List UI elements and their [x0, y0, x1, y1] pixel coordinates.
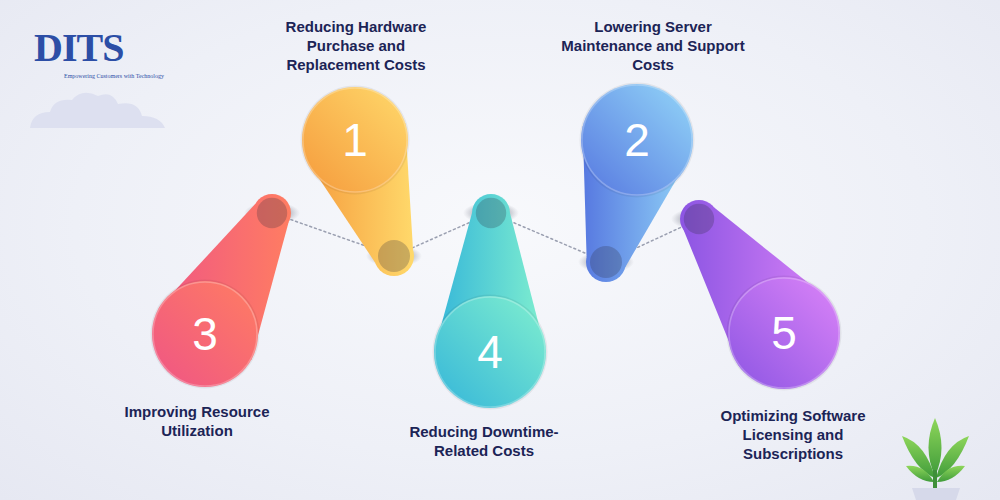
pin-tail-shade [257, 198, 287, 228]
pin-face-ring [303, 88, 407, 192]
pin-face [152, 281, 258, 387]
callout-number: 5 [728, 277, 840, 389]
pin-face-rim [727, 276, 842, 391]
pin-face-rim [151, 280, 260, 389]
pin-tail-shade [590, 246, 622, 278]
pin-tail-shade [476, 198, 506, 228]
logo-text: DITS [34, 26, 123, 70]
plant-leaf [929, 418, 942, 476]
pin-face-ring [435, 297, 545, 407]
pin-tail [586, 242, 626, 282]
plant-leaf [906, 466, 934, 482]
plant-leaf [937, 466, 965, 482]
pin-node: 2Lowering Server Maintenance and Support… [581, 84, 693, 262]
callout-number: 3 [152, 281, 258, 387]
pin-face-rim [301, 86, 410, 195]
pin-tail [680, 200, 718, 238]
pin-face [434, 296, 546, 408]
pin-heading: Improving Resource Utilization [104, 402, 290, 440]
pin-face-rim [433, 295, 548, 410]
pin-node: 1Reducing Hardware Purchase and Replacem… [302, 87, 414, 256]
pin-face-ring [153, 282, 257, 386]
pin-node: 3Improving Resource Utilization [152, 213, 291, 387]
pin-face-rim [580, 83, 695, 198]
pin-tail [374, 236, 414, 276]
pin-heading: Reducing Hardware Purchase and Replaceme… [270, 17, 442, 74]
cloud-shape [30, 93, 165, 128]
pin-tail [253, 194, 291, 232]
pin-face [728, 277, 840, 389]
pin-shape [302, 87, 414, 256]
pin-node: 5Optimizing Software Licensing and Subsc… [680, 219, 840, 389]
pin-heading: Optimizing Software Licensing and Subscr… [703, 406, 883, 463]
callout-number: 2 [581, 84, 693, 196]
pin-heading: Reducing Downtime-Related Costs [393, 422, 575, 460]
pin-tail-shade [378, 240, 410, 272]
pin-shape [581, 84, 693, 262]
pin-shape [152, 213, 291, 387]
pin-node: 4Reducing Downtime-Related Costs [434, 213, 546, 408]
pin-face [302, 87, 408, 193]
pin-tail [472, 194, 510, 232]
pin-heading: Lowering Server Maintenance and Support … [558, 17, 748, 74]
pin-face-ring [729, 278, 839, 388]
plant-stem [933, 470, 937, 490]
plant-illustration [902, 418, 969, 500]
pin-tail-shade [684, 204, 714, 234]
pin-face-ring [582, 85, 692, 195]
pin-shape [434, 213, 546, 408]
callout-number: 4 [434, 296, 546, 408]
pin-shape [680, 219, 840, 389]
plant-pot [912, 488, 960, 500]
callout-number: 1 [302, 87, 408, 193]
pin-face [581, 84, 693, 196]
logo-tagline: Empowering Customers with Technology [64, 73, 164, 80]
